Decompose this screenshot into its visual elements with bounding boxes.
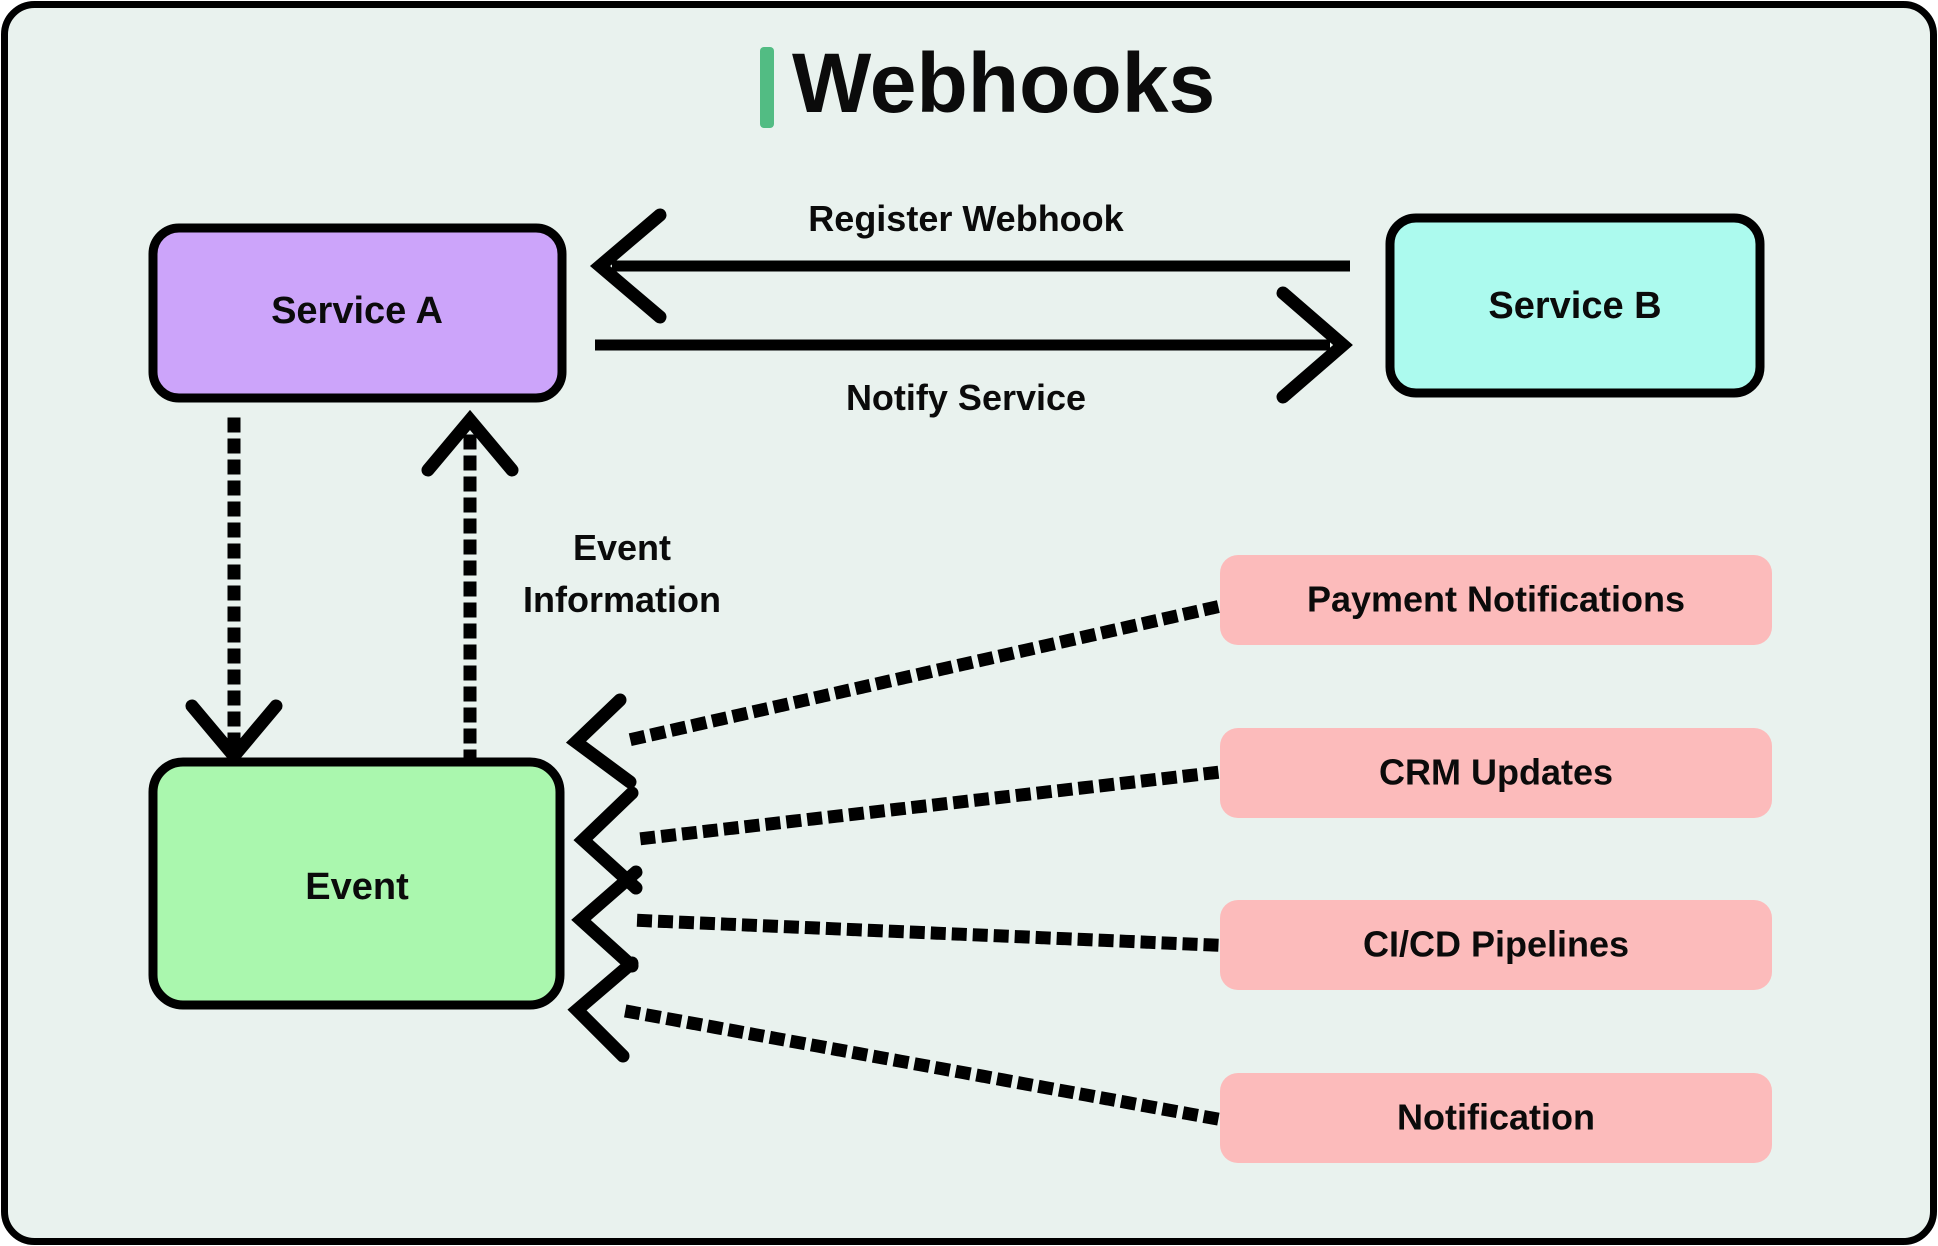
edge-notification-line: [612, 1002, 1220, 1126]
edge-service-a-to-event-arrowhead: [185, 699, 283, 767]
edge-notify-service-arrowhead: [1276, 286, 1353, 404]
node-service-a[interactable]: [148, 223, 567, 403]
edge-service-a-to-event: [185, 417, 283, 767]
title-accent-bar: [760, 47, 774, 128]
sink-payment-notifications[interactable]: [1220, 555, 1772, 645]
node-service-b-label: Service B: [1488, 285, 1661, 327]
edge-notify-service: [595, 286, 1353, 404]
edge-payment-notifications-to-event: [565, 600, 1220, 789]
edge-register-webhook-arrowhead: [589, 208, 667, 324]
sink-payment-notifications-label: Payment Notifications: [1307, 579, 1685, 620]
sink-cicd-pipelines[interactable]: [1220, 900, 1772, 990]
sink-cicd-pipelines-label: CI/CD Pipelines: [1363, 924, 1629, 965]
node-service-b[interactable]: [1385, 213, 1765, 398]
sink-crm-updates[interactable]: [1220, 728, 1772, 818]
sink-notification[interactable]: [1220, 1073, 1772, 1163]
edge-event-to-service-a: [421, 409, 519, 765]
edge-crm-updates-to-event: [573, 765, 1220, 895]
edge-cicd-pipelines-arrowhead: [571, 865, 643, 973]
edge-payment-notifications-line: [612, 600, 1220, 750]
page-title: Webhooks: [792, 36, 1215, 130]
edge-cicd-pipelines-to-event: [571, 865, 1219, 973]
edge-event-to-service-a-arrowhead: [421, 409, 519, 477]
edge-notification-arrowhead: [567, 956, 639, 1063]
edge-crm-updates-arrowhead: [573, 786, 643, 895]
edge-event-information-label-line1: Event: [573, 527, 671, 568]
edge-cicd-pipelines-line: [623, 913, 1219, 952]
edge-notify-service-label: Notify Service: [846, 377, 1086, 418]
node-event[interactable]: [148, 757, 565, 1010]
sink-crm-updates-label: CRM Updates: [1379, 752, 1613, 793]
edge-notification-to-event: [567, 956, 1220, 1126]
node-event-label: Event: [305, 866, 409, 908]
edge-crm-updates-line: [622, 765, 1220, 848]
edge-event-information-label-line2: Information: [523, 579, 721, 620]
edge-register-webhook-label: Register Webhook: [808, 198, 1124, 239]
edge-payment-notifications-arrowhead: [565, 693, 637, 789]
edge-register-webhook: [589, 208, 1350, 324]
sink-notification-label: Notification: [1397, 1097, 1595, 1138]
node-service-a-label: Service A: [271, 290, 443, 332]
